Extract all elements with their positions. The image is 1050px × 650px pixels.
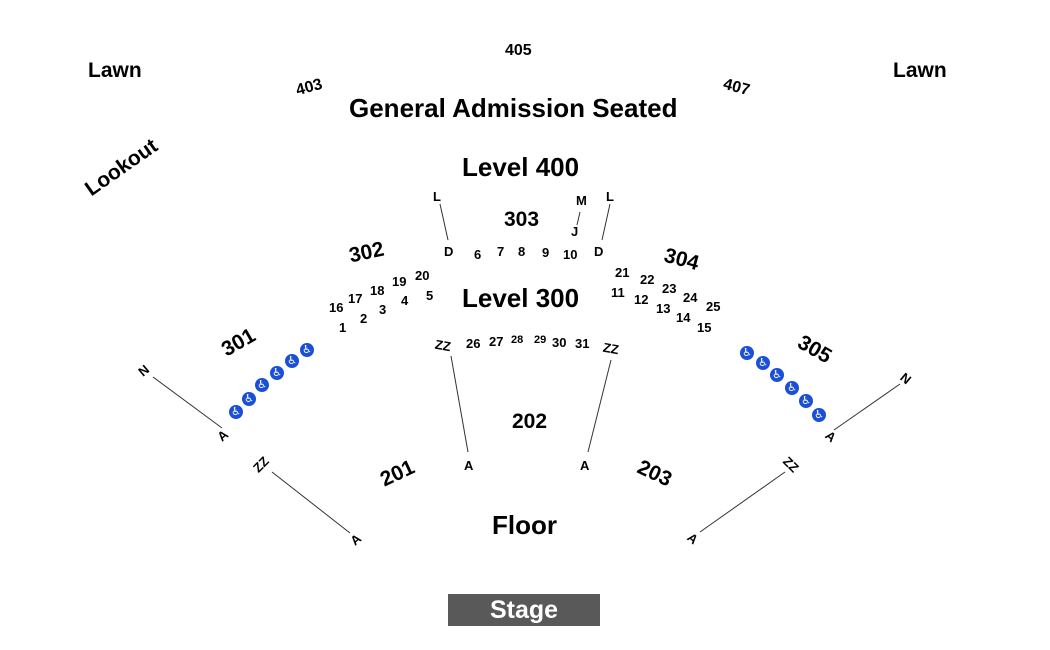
row-2[interactable]: 2 bbox=[360, 311, 368, 326]
row-23[interactable]: 23 bbox=[662, 281, 677, 296]
wheelchair-icon[interactable]: ♿ bbox=[756, 356, 770, 370]
row-letter-d-right: D bbox=[594, 244, 604, 259]
row-letter-d-left: D bbox=[444, 244, 454, 259]
row-letter-j: J bbox=[571, 224, 579, 239]
row-29[interactable]: 29 bbox=[534, 334, 547, 346]
row-8[interactable]: 8 bbox=[518, 244, 526, 259]
row-31[interactable]: 31 bbox=[575, 336, 590, 351]
row-10[interactable]: 10 bbox=[563, 247, 578, 262]
row-3[interactable]: 3 bbox=[379, 302, 387, 317]
wheelchair-icon[interactable]: ♿ bbox=[242, 392, 256, 406]
row-16[interactable]: 16 bbox=[329, 300, 344, 315]
wheelchair-icon[interactable]: ♿ bbox=[740, 346, 754, 360]
row-1[interactable]: 1 bbox=[339, 320, 347, 335]
row-letter-l-left: L bbox=[433, 189, 441, 204]
row-27[interactable]: 27 bbox=[489, 334, 504, 349]
wheelchair-icon[interactable]: ♿ bbox=[229, 405, 243, 419]
general-admission-seated-label[interactable]: General Admission Seated bbox=[349, 93, 678, 123]
stage: Stage bbox=[448, 594, 600, 626]
line-m-j bbox=[576, 211, 581, 226]
floor-label[interactable]: Floor bbox=[492, 510, 557, 540]
line-zz-a-201 bbox=[271, 471, 351, 534]
line-zz-a-202-right bbox=[587, 359, 612, 453]
row-9[interactable]: 9 bbox=[542, 245, 550, 260]
row-25[interactable]: 25 bbox=[706, 299, 721, 314]
row-letter-l-right: L bbox=[606, 189, 614, 204]
row-13[interactable]: 13 bbox=[656, 301, 671, 316]
row-20[interactable]: 20 bbox=[415, 268, 430, 283]
row-letter-a-202-left: A bbox=[464, 458, 474, 473]
row-11[interactable]: 11 bbox=[611, 285, 625, 300]
lawn-left-label: Lawn bbox=[88, 59, 142, 82]
section-303[interactable]: 303 bbox=[504, 208, 540, 231]
line-zz-a-202-left bbox=[450, 355, 469, 453]
wheelchair-icon[interactable]: ♿ bbox=[770, 368, 784, 382]
wheelchair-icon[interactable]: ♿ bbox=[255, 378, 269, 392]
wheelchair-icon[interactable]: ♿ bbox=[799, 394, 813, 408]
row-letter-a-202-right: A bbox=[580, 458, 590, 473]
row-7[interactable]: 7 bbox=[497, 244, 505, 259]
row-18[interactable]: 18 bbox=[370, 283, 385, 298]
wheelchair-icon[interactable]: ♿ bbox=[300, 343, 314, 357]
row-12[interactable]: 12 bbox=[634, 292, 649, 307]
section-202[interactable]: 202 bbox=[512, 410, 548, 433]
row-17[interactable]: 17 bbox=[348, 291, 363, 306]
row-15[interactable]: 15 bbox=[697, 320, 712, 335]
row-19[interactable]: 19 bbox=[392, 274, 407, 289]
row-21[interactable]: 21 bbox=[615, 265, 630, 280]
row-28[interactable]: 28 bbox=[511, 334, 524, 346]
row-26[interactable]: 26 bbox=[466, 336, 481, 351]
line-l-d-left bbox=[439, 203, 449, 241]
row-letter-zz-300-right: ZZ bbox=[601, 339, 621, 358]
row-30[interactable]: 30 bbox=[552, 335, 567, 350]
row-letter-zz-300-left: ZZ bbox=[433, 336, 453, 355]
section-405[interactable]: 405 bbox=[505, 42, 532, 59]
row-letter-m: M bbox=[576, 193, 587, 208]
wheelchair-icon[interactable]: ♿ bbox=[285, 354, 299, 368]
row-6[interactable]: 6 bbox=[474, 247, 482, 262]
wheelchair-icon[interactable]: ♿ bbox=[270, 366, 284, 380]
row-14[interactable]: 14 bbox=[676, 310, 691, 325]
level-400-label: Level 400 bbox=[462, 152, 580, 182]
wheelchair-icon[interactable]: ♿ bbox=[785, 381, 799, 395]
row-24[interactable]: 24 bbox=[683, 290, 698, 305]
wheelchair-icon[interactable]: ♿ bbox=[812, 408, 826, 422]
lawn-right-label: Lawn bbox=[893, 59, 947, 82]
level-300-label: Level 300 bbox=[462, 283, 580, 313]
line-zz-a-203 bbox=[699, 471, 786, 533]
line-n-a-301 bbox=[152, 376, 223, 429]
row-4[interactable]: 4 bbox=[401, 293, 409, 308]
row-22[interactable]: 22 bbox=[640, 272, 655, 287]
row-5[interactable]: 5 bbox=[426, 288, 434, 303]
line-l-d-right bbox=[601, 203, 611, 241]
stage-label: Stage bbox=[489, 595, 559, 624]
line-n-a-305 bbox=[833, 383, 901, 431]
